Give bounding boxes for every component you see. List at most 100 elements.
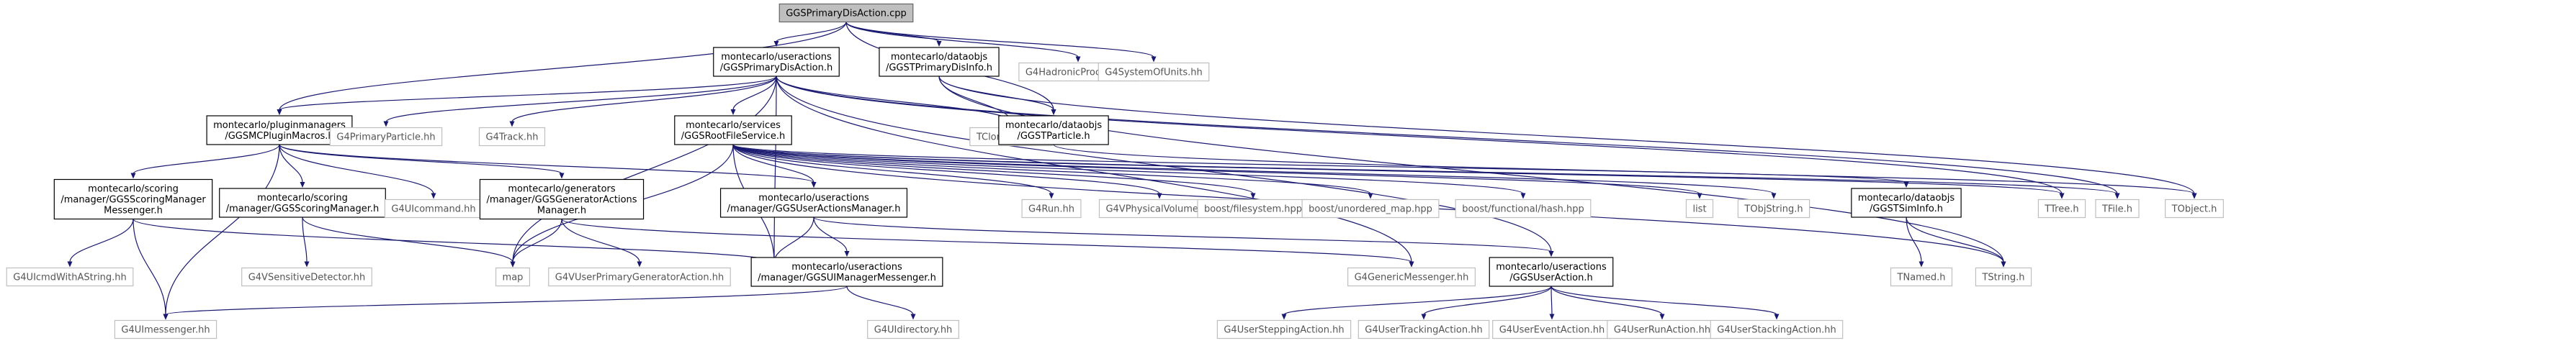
graph-node: boost/functional/hash.hpp [1455,199,1592,219]
include-edge [732,144,2118,195]
node-label-line: TNamed.h [1897,273,1946,283]
edge-arrowhead [730,109,736,115]
node-box [478,127,546,147]
include-edge [385,76,777,123]
node-label-line: montecarlo/services [686,120,781,131]
include-edge [732,76,777,111]
node-box [1851,188,1962,218]
graph-node[interactable]: montecarlo/services/GGSRootFileService.h [674,115,792,145]
edge-arrowhead [559,173,565,179]
node-label-line: /manager/GGSGeneratorActions [486,195,637,206]
node-box [1216,319,1352,339]
include-edge [938,76,2195,194]
include-edge [279,144,303,183]
node-box [674,115,792,145]
graph-node: TObjString.h [1737,199,1810,219]
node-label-line: /GGSUserAction.h [1509,273,1593,283]
include-edge [938,76,2004,263]
edge-arrowhead [936,41,942,47]
node-label-line: montecarlo/dataobjs [1858,193,1955,204]
node-label-line: G4Track.hh [486,132,539,143]
include-edge [279,144,562,175]
node-label-line: /manager/GGSScoringManager [60,195,206,206]
graph-node[interactable]: montecarlo/scoring/manager/GGSScoringMan… [53,178,213,220]
node-box [2037,199,2086,219]
node-box [1710,319,1844,339]
graph-node[interactable]: montecarlo/generators/manager/GGSGenerat… [479,178,645,220]
edge-arrowhead [1697,193,1702,199]
include-edge [561,219,640,263]
include-edge [512,76,777,263]
node-label-line: /manager/GGSUserActionsManager.h [727,204,901,214]
edge-arrowhead [304,261,310,268]
graph-node: boost/unordered_map.hpp [1301,199,1440,219]
include-edge [845,22,940,42]
edge-arrowhead [1409,261,1414,268]
node-label-line: montecarlo/dataobjs [1005,120,1102,131]
graph-node[interactable]: montecarlo/scoring/manager/GGSScoringMan… [219,188,386,218]
node-box [1098,62,1210,82]
node-box [53,178,213,220]
graph-node: G4UImessenger.hh [114,319,217,339]
graph-node[interactable]: montecarlo/dataobjs/GGSTParticle.h [998,115,1109,145]
node-label-line: /GGSPrimaryDisAction.h [720,63,833,73]
node-box [479,178,645,220]
graph-node: G4UserSteppingAction.hh [1216,319,1352,339]
include-edge [133,219,166,315]
graph-node[interactable]: montecarlo/useractions/GGSPrimaryDisActi… [713,47,840,77]
graph-node: G4UserTrackingAction.hh [1357,319,1490,339]
include-edge [732,144,814,183]
node-label-line: boost/filesystem.hpp [1204,204,1302,215]
edge-arrowhead [1049,193,1054,199]
include-edge [732,144,1254,195]
node-box [1685,199,1714,219]
include-edge [776,22,847,42]
edge-arrowhead [130,173,136,179]
graph-node[interactable]: montecarlo/dataobjs/GGSTPrimaryDisInfo.h [879,47,1000,77]
edge-arrowhead [383,121,389,127]
graph-node[interactable]: montecarlo/dataobjs/GGSTSimInfo.h [1851,188,1962,218]
graph-node: G4Track.hh [478,127,546,147]
node-label-line: G4UIdirectory.hh [874,325,953,336]
edge-arrowhead [277,109,282,115]
node-label-line: TString.h [1981,273,2024,283]
graph-node[interactable]: montecarlo/useractions/manager/GGSUIMana… [750,257,943,287]
graph-node[interactable]: GGSPrimaryDisAction.cpp [778,3,914,23]
node-label-line: boost/unordered_map.hpp [1309,204,1432,215]
graph-node[interactable]: montecarlo/useractions/GGSUserAction.h [1489,257,1614,287]
node-label-line: /manager/GGSUIManagerMessenger.h [758,273,936,283]
node-label-line: G4UserEventAction.hh [1499,325,1605,336]
node-label-line: montecarlo/scoring [257,193,348,204]
node-label-line: Manager.h [537,206,586,216]
edge-arrowhead [67,261,73,268]
edge-arrowhead [2191,193,2197,199]
graph-node: G4UserRunAction.hh [1607,319,1718,339]
include-edge [845,21,1154,58]
include-edge [302,216,308,263]
include-edge [813,216,1552,252]
node-box [2165,199,2224,219]
graph-node: TString.h [1975,267,2032,287]
node-label-line: montecarlo/dataobjs [891,52,987,63]
include-edge [1550,286,1663,316]
node-label-line: boost/functional/hash.hpp [1462,204,1584,215]
graph-node: G4SystemOfUnits.hh [1098,62,1210,82]
node-label-line: TObjString.h [1743,204,1803,215]
node-box [1975,267,2032,287]
node-label-line: G4UserTrackingAction.hh [1365,325,1482,336]
edge-arrowhead [1075,56,1081,63]
node-box [778,3,914,23]
graph-node[interactable]: montecarlo/useractions/manager/GGSUserAc… [719,188,908,218]
graph-node: G4UIcommand.hh [384,199,483,219]
include-edge [279,144,434,194]
node-label-line: TTree.h [2044,204,2078,215]
include-edge [1550,286,1777,316]
graph-node: G4VUserPrimaryGeneratorAction.hh [548,267,731,287]
graph-node[interactable]: montecarlo/pluginmanagers/GGSMCPluginMac… [206,115,353,145]
node-label-line: G4UImessenger.hh [121,325,210,336]
include-edge [1906,216,2004,263]
include-edge [69,219,134,263]
edge-arrowhead [1368,193,1373,199]
node-label-line: montecarlo/useractions [791,262,902,273]
node-box [867,319,959,339]
